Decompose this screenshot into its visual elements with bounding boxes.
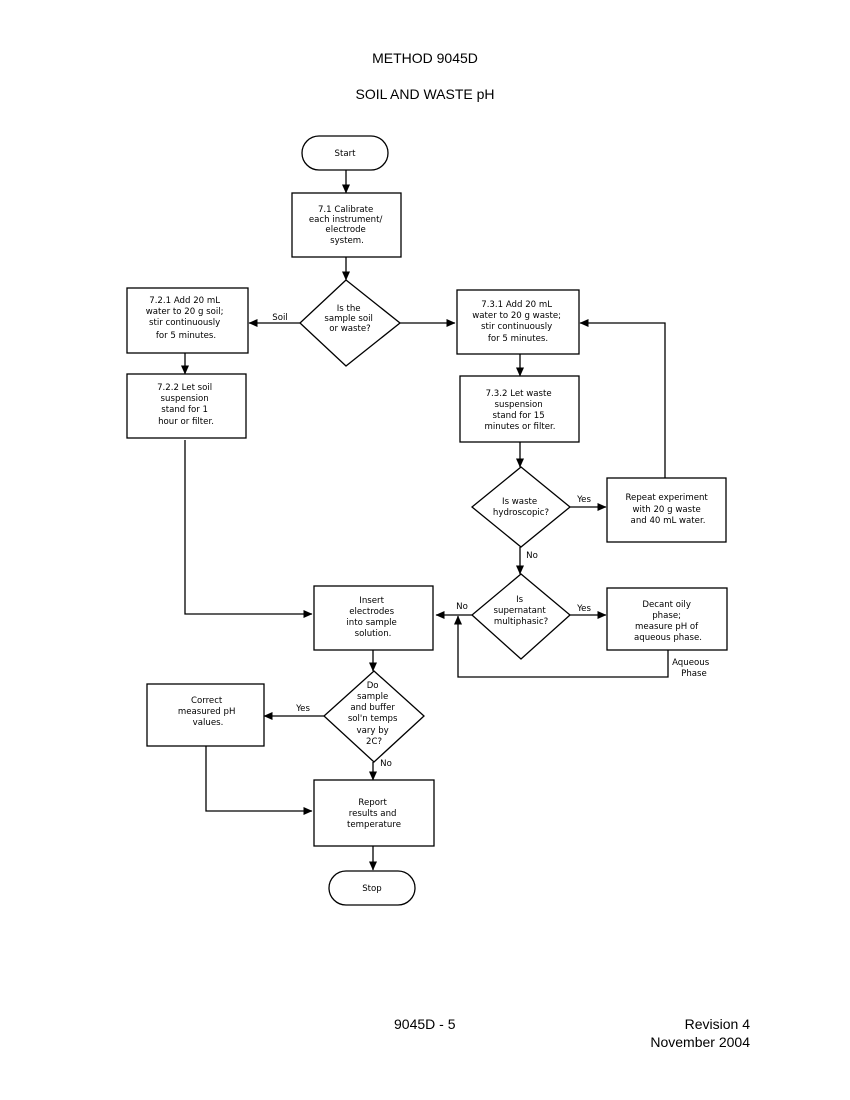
label-no-supernatant: No	[456, 602, 468, 612]
soil-stand-step: 7.2.2 Let soil suspension stand for 1 ho…	[126, 373, 247, 439]
report-step: Report results and temperature	[313, 779, 435, 847]
document-title: SOIL AND WASTE pH	[355, 86, 495, 102]
calibrate-text: 7.1 Calibrate each instrument/ electrode…	[309, 205, 385, 246]
temperature-decision-text: Do sample and buffer sol'n temps vary by…	[348, 681, 400, 747]
method-number: METHOD 9045D	[372, 50, 478, 66]
stop-terminator: Stop	[328, 870, 416, 906]
stop-label: Stop	[362, 884, 382, 894]
decant-text: Decant oily phase; measure pH of aqueous…	[634, 600, 702, 643]
label-soil: Soil	[272, 313, 288, 323]
label-aqueous-phase: Aqueous Phase	[672, 658, 712, 679]
connectors	[181, 170, 669, 871]
waste-add-water-step: 7.3.1 Add 20 mL water to 20 g waste; sti…	[456, 289, 580, 355]
waste-stand-step: 7.3.2 Let waste suspension stand for 15 …	[459, 375, 580, 443]
correct-ph-step: Correct measured pH values.	[146, 683, 265, 747]
soil-add-water-step: 7.2.1 Add 20 mL water to 20 g soil; stir…	[126, 287, 249, 354]
label-yes-hydroscopic: Yes	[576, 495, 591, 505]
hydroscopic-text: Is waste hydroscopic?	[493, 497, 549, 518]
decant-step: Decant oily phase; measure pH of aqueous…	[606, 587, 728, 651]
supernatant-decision: Is supernatant multiphasic?	[471, 573, 571, 660]
waste-add-water-text: 7.3.1 Add 20 mL water to 20 g waste; sti…	[472, 300, 564, 344]
label-no-temp: No	[380, 759, 392, 769]
label-yes-temp: Yes	[295, 704, 310, 714]
start-label: Start	[335, 149, 357, 159]
soil-stand-text: 7.2.2 Let soil suspension stand for 1 ho…	[157, 383, 215, 427]
temperature-decision: Do sample and buffer sol'n temps vary by…	[323, 670, 425, 763]
label-yes-supernatant: Yes	[576, 604, 591, 614]
repeat-experiment-text: Repeat experiment with 20 g waste and 40…	[625, 493, 710, 526]
calibrate-step: 7.1 Calibrate each instrument/ electrode…	[291, 192, 402, 258]
insert-electrodes-step: Insert electrodes into sample solution.	[313, 585, 434, 651]
soil-add-water-text: 7.2.1 Add 20 mL water to 20 g soil; stir…	[146, 296, 227, 341]
hydroscopic-decision: Is waste hydroscopic?	[470, 466, 572, 548]
revision: Revision 4	[684, 1016, 750, 1032]
waste-stand-text: 7.3.2 Let waste suspension stand for 15 …	[485, 389, 556, 432]
page-number: 9045D - 5	[394, 1016, 456, 1032]
label-no-hydroscopic: No	[526, 551, 538, 561]
supernatant-text: Is supernatant multiphasic?	[494, 595, 549, 627]
soil-or-waste-text: Is the sample soil or waste?	[324, 304, 375, 334]
start-terminator: Start	[301, 135, 389, 171]
report-text: Report results and temperature	[347, 798, 401, 830]
revision-date: November 2004	[650, 1034, 750, 1050]
insert-electrodes-text: Insert electrodes into sample solution.	[346, 596, 399, 639]
repeat-experiment-step: Repeat experiment with 20 g waste and 40…	[606, 477, 727, 543]
correct-ph-text: Correct measured pH values.	[178, 696, 238, 728]
soil-or-waste-decision: Is the sample soil or waste?	[299, 279, 402, 367]
